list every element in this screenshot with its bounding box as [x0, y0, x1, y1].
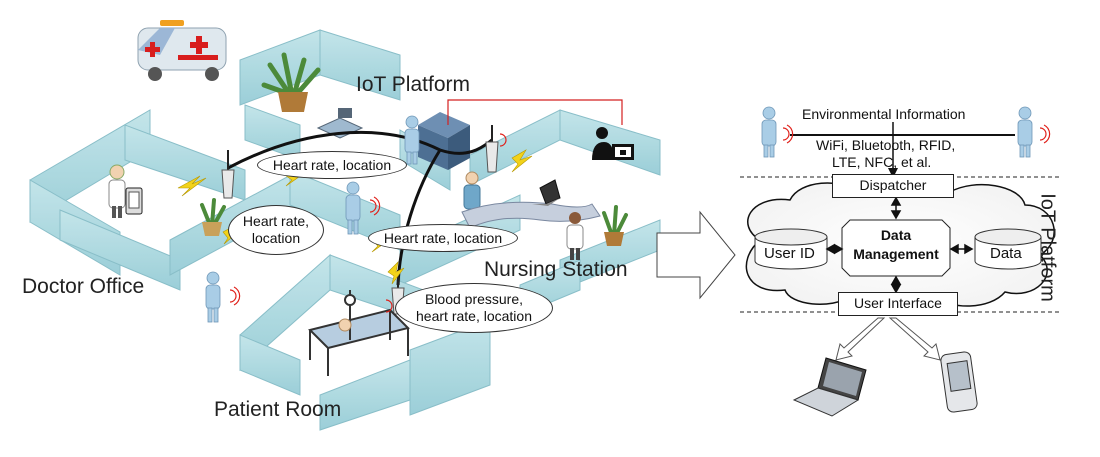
doctor-figure	[566, 212, 584, 260]
ambulance-icon	[137, 20, 227, 81]
patient-room-label: Patient Room	[214, 398, 342, 421]
mobile-phone-icon	[940, 351, 978, 413]
laptop-icon	[532, 179, 561, 206]
admin-link-wire	[447, 99, 623, 125]
vitals-bubble-text: Blood pressure,	[424, 291, 524, 307]
user-interface-box: User Interface	[838, 292, 958, 316]
patient-figure	[205, 271, 221, 323]
laptop-icon	[792, 357, 867, 417]
data-management-label: Data Management	[842, 226, 950, 264]
iot-platform-room-label: IoT Platform	[356, 73, 470, 96]
nurse-figure	[463, 171, 481, 210]
output-arrows	[835, 317, 941, 361]
user-id-label: User ID	[764, 245, 815, 262]
vitals-bubble: Heart rate, location	[368, 224, 518, 252]
plant-icon	[200, 198, 226, 236]
vitals-bubble: Heart rate, location	[257, 151, 407, 179]
plant-icon	[261, 52, 321, 112]
building-walls	[29, 29, 661, 431]
patient-figure	[345, 181, 361, 235]
protocols-label-line2: LTE, NFC, et al.	[832, 154, 932, 170]
data-management-box	[841, 219, 951, 277]
access-point-icon	[221, 150, 235, 199]
protocols-label-line1: WiFi, Bluetooth, RFID,	[816, 137, 956, 153]
data-management-label-line2: Management	[853, 246, 939, 262]
vitals-bubble-text: heart rate, location	[416, 308, 532, 324]
dispatcher-label: Dispatcher	[859, 177, 927, 193]
iot-platform-side-label: IoT Platform	[1036, 193, 1059, 302]
admin-user-icon	[592, 127, 634, 160]
data-management-label-line1: Data	[880, 227, 912, 243]
user-interface-label: User Interface	[854, 295, 942, 311]
flow-arrow	[656, 210, 736, 300]
vitals-bubble: Heart rate, location	[228, 205, 324, 255]
patient-figure	[404, 115, 420, 165]
doctor-office-label: Doctor Office	[22, 275, 145, 298]
doctor-figure	[108, 164, 143, 218]
dispatcher-box: Dispatcher	[832, 174, 954, 198]
vitals-bubble-text: Heart rate, location	[272, 156, 392, 173]
nursing-station-label: Nursing Station	[484, 258, 628, 281]
vitals-bubble-text: Heart rate, location	[383, 229, 503, 246]
vitals-bubble-text: location	[251, 230, 301, 246]
patient-in-bed	[338, 318, 352, 332]
environmental-information-label: Environmental Information	[800, 106, 968, 122]
data-label: Data	[990, 245, 1022, 262]
access-point-icon	[485, 125, 499, 173]
sensor-person-icon	[1017, 106, 1033, 158]
signal-waves	[229, 133, 507, 313]
signal-waves	[782, 124, 1051, 144]
data-database-icon	[974, 228, 1042, 270]
user-id-database-icon	[754, 228, 828, 270]
vitals-bubble-text: Heart rate,	[242, 213, 310, 229]
vitals-bubble: Blood pressure, heart rate, location	[395, 283, 553, 333]
hospital-bed-icon	[308, 290, 410, 376]
nursing-desk	[461, 179, 601, 229]
double-arrows	[825, 196, 974, 294]
plant-icon	[602, 205, 628, 246]
sensor-person-icon	[761, 106, 777, 158]
